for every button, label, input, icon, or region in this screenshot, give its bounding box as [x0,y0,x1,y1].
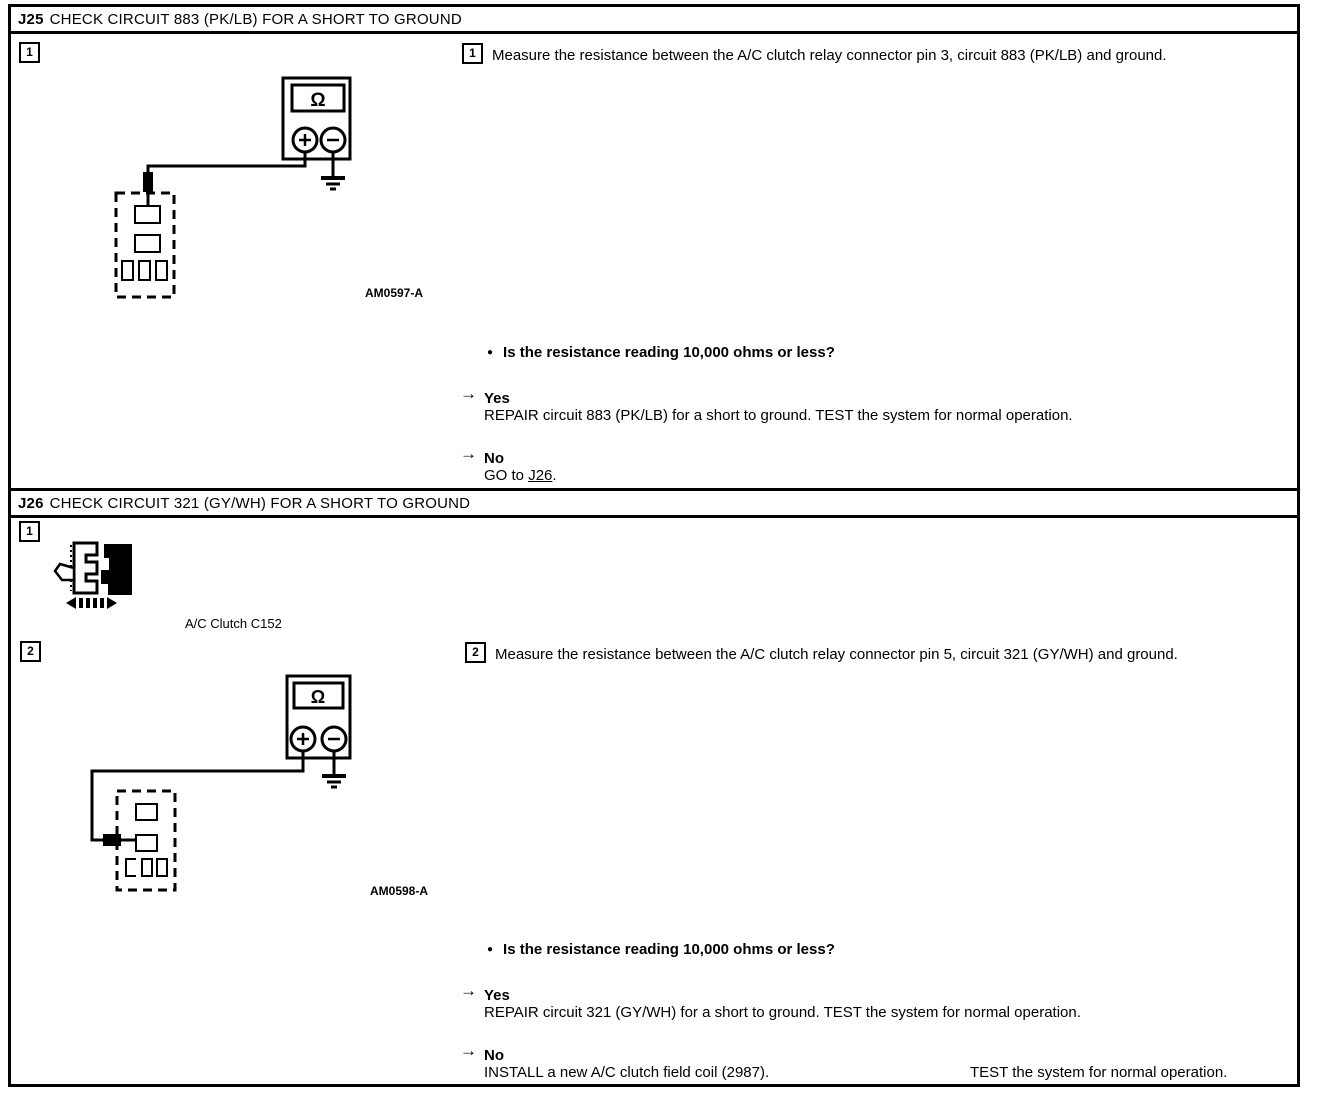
no-arrow-icon-j26: → [460,1041,477,1060]
ohms-symbol: Ω [311,687,325,707]
no-label-j25: No [484,450,504,467]
section-code-j25: J25 [18,10,44,28]
bullet-icon: ● [487,347,494,358]
link-j26[interactable]: J26 [528,467,553,484]
test-lead-wire [90,751,305,842]
ohms-symbol: Ω [310,90,325,111]
section-title-j25: CHECK CIRCUIT 883 (PK/LB) FOR A SHORT TO… [49,10,462,28]
section-title-j26: CHECK CIRCUIT 321 (GY/WH) FOR A SHORT TO… [49,494,471,512]
no-action-j26: INSTALL a new A/C clutch field coil (298… [484,1064,770,1081]
no-label-j26: No [484,1047,504,1064]
section-header-j25: J25 CHECK CIRCUIT 883 (PK/LB) FOR A SHOR… [8,4,1300,34]
question-j25: ● Is the resistance reading 10,000 ohms o… [487,344,835,361]
figure-marker-j26-1: 1 [19,521,40,542]
ohmmeter-diagram-j25: Ω [114,76,352,299]
figure-marker-j25: 1 [19,42,40,63]
step-instruction-j25-1: Measure the resistance between the A/C c… [492,47,1167,64]
clutch-caption: A/C Clutch C152 [185,616,282,631]
figure-id-label-j25: AM0597-A [365,286,424,300]
no-arrow-icon-j25: → [460,444,477,463]
yes-action-j26: REPAIR circuit 321 (GY/WH) for a short t… [484,1004,1081,1021]
no-action-suffix: . [552,467,557,484]
step-marker-j25-1: 1 [462,43,483,64]
probe-tip [143,172,153,192]
connector-outline [114,191,176,299]
no-action-prefix: GO to [484,467,529,484]
test-lead-wire [146,152,307,206]
minus-terminal-icon [319,126,347,154]
plus-terminal-icon [291,126,319,154]
ground-symbol [322,751,346,789]
no-action2-j26: TEST the system for normal operation. [970,1064,1228,1081]
yes-label-j26: Yes [484,987,510,1004]
yes-action-j25: REPAIR circuit 883 (PK/LB) for a short t… [484,407,1073,424]
connector-outline [115,789,177,892]
disconnect-arrow-icon [66,597,117,609]
ohmmeter-diagram-j26: Ω [90,674,352,892]
yes-arrow-icon-j25: → [460,384,477,403]
yes-label-j25: Yes [484,390,510,407]
bullet-icon: ● [487,944,494,955]
no-action-j25: GO to J26. [484,467,557,485]
ohmmeter: Ω [281,76,352,161]
step-marker-j26-2: 2 [465,642,486,663]
yes-arrow-icon-j26: → [460,981,477,1000]
ac-clutch-connector-icon [53,541,132,609]
section-header-j26: J26 CHECK CIRCUIT 321 (GY/WH) FOR A SHOR… [8,488,1300,518]
question-text-j25: Is the resistance reading 10,000 ohms or… [503,344,835,361]
plus-terminal-icon [289,725,317,753]
ohmmeter: Ω [285,674,352,760]
minus-terminal-icon [320,725,348,753]
figure-id-label-j26: AM0598-A [370,884,429,898]
ground-symbol [321,152,345,191]
step-instruction-j26-2: Measure the resistance between the A/C c… [495,646,1178,663]
section-code-j26: J26 [18,494,44,512]
connector-tab [53,562,76,582]
connector-half-male [101,544,132,595]
question-j26: ● Is the resistance reading 10,000 ohms o… [487,941,835,958]
figure-marker-j26-2: 2 [20,641,41,662]
question-text-j26: Is the resistance reading 10,000 ohms or… [503,941,835,958]
connector-half-female [72,541,99,595]
